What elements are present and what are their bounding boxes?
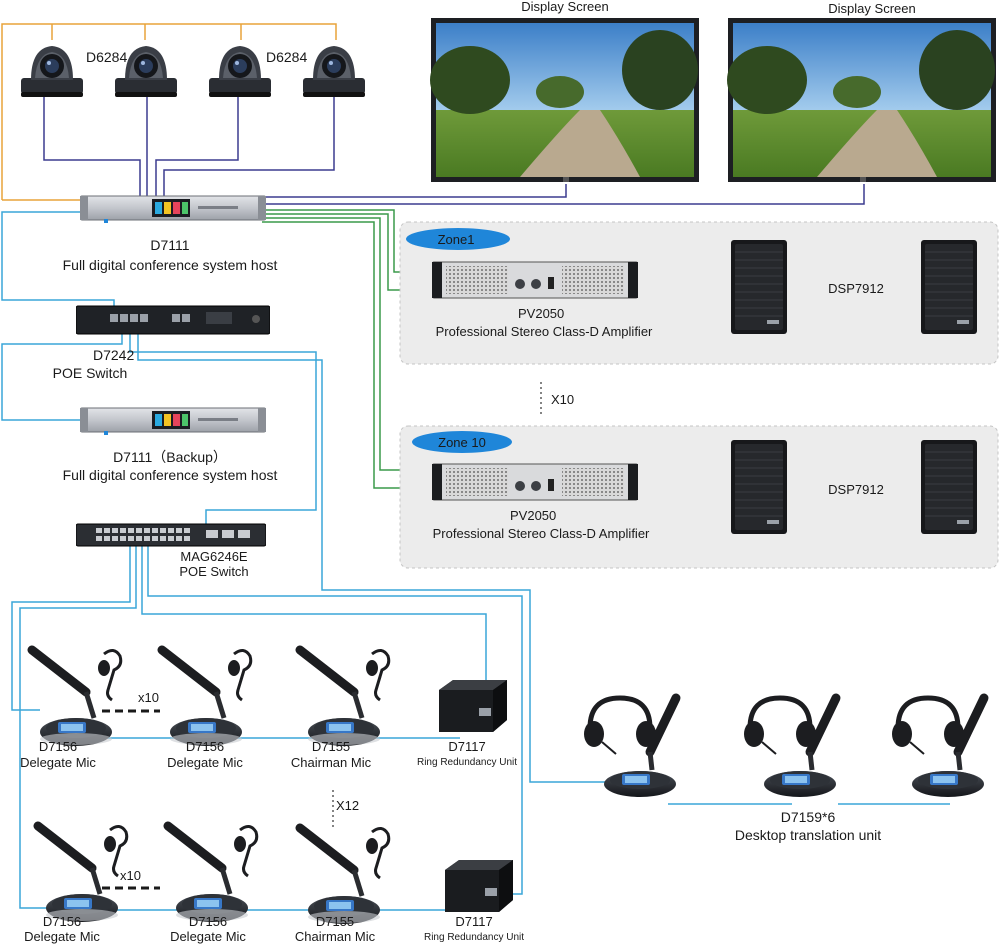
host-unit-icon: [80, 195, 266, 224]
switch2-desc: POE Switch: [179, 564, 248, 579]
row1-mic1-role: Delegate Mic: [20, 755, 96, 770]
delegate-mic-icon: [168, 826, 257, 922]
camera-icon: [303, 46, 365, 97]
switch1-model: D7242: [93, 347, 134, 363]
row2-mic1-model: D7156: [43, 914, 81, 929]
conference-host: D7111 Full digital conference system hos…: [63, 195, 278, 273]
translation-desc: Desktop translation unit: [735, 827, 881, 843]
zone-10-name: Zone 10: [438, 435, 486, 450]
zone-10-panel: Zone 10 PV2050 Professional Stereo Class…: [399, 425, 999, 569]
zone-1-panel: Zone1 PV2050 Professional Stereo Class-D…: [399, 221, 999, 365]
chairman-mic-icon: [300, 828, 389, 924]
backup-host-model: D7111（Backup）: [113, 449, 227, 465]
amplifier-icon: [432, 261, 638, 299]
ring-redundancy-icon: [439, 680, 507, 732]
mic-repeat-1: x10: [138, 690, 159, 705]
host-desc: Full digital conference system host: [63, 257, 278, 273]
translation-model: D7159*6: [781, 809, 836, 825]
row1-mic3-model: D7155: [312, 739, 350, 754]
camera-control-cable: [1, 23, 337, 201]
zone-10-speaker-model: DSP7912: [828, 482, 884, 497]
row-repeat-count: X12: [336, 798, 359, 813]
mic-row-2: x10 D7156 Delegate Mic D7156 Delegate Mi…: [24, 826, 524, 944]
host-model: D7111: [150, 237, 189, 253]
translation-unit-icon: [744, 698, 836, 797]
zone-repeat-count: X10: [551, 392, 574, 407]
camera-label-left: D6284: [86, 49, 127, 65]
zone-1-speaker-model: DSP7912: [828, 281, 884, 296]
zone-1-name: Zone1: [438, 232, 475, 247]
amplifier-icon: [432, 463, 638, 501]
translation-units: D7159*6 Desktop translation unit: [584, 698, 984, 843]
display-screen-1: Display Screen: [430, 0, 699, 182]
row2-mic3-role: Chairman Mic: [295, 929, 376, 944]
backup-host: D7111（Backup） Full digital conference sy…: [63, 407, 278, 483]
repeat-marker: [332, 382, 542, 828]
camera-icon: [21, 46, 83, 97]
mic-row-1: x10 D7156 Delegate Mic D7156 Delegate Mi…: [20, 650, 517, 770]
speaker-icon: [920, 439, 978, 535]
row1-mic2-role: Delegate Mic: [167, 755, 243, 770]
delegate-mic-icon: [32, 650, 121, 746]
ring-redundancy-icon: [445, 860, 513, 912]
speaker-icon: [920, 239, 978, 335]
display-screen-2: Display Screen: [727, 1, 996, 182]
mic-repeat-dash: [102, 709, 160, 890]
row2-mic1-role: Delegate Mic: [24, 929, 100, 944]
switch-icon: [76, 305, 270, 335]
display-video-cable: [262, 184, 865, 205]
row1-ring-role: Ring Redundancy Unit: [417, 757, 517, 768]
row2-mic2-model: D7156: [189, 914, 227, 929]
row2-mic3-model: D7155: [316, 914, 354, 929]
row1-ring-model: D7117: [448, 739, 485, 754]
ptz-cameras: D6284 D6284: [21, 46, 365, 97]
row2-ring-role: Ring Redundancy Unit: [424, 932, 524, 943]
row1-mic2-model: D7156: [186, 739, 224, 754]
display-label-1: Display Screen: [521, 0, 608, 14]
backup-host-desc: Full digital conference system host: [63, 467, 278, 483]
chairman-mic-icon: [300, 650, 389, 746]
zone-10-amp-model: PV2050: [510, 508, 556, 523]
speaker-icon: [730, 239, 788, 335]
poe-switch-mag6246e: MAG6246E POE Switch: [76, 523, 266, 579]
row2-ring-model: D7117: [455, 914, 492, 929]
delegate-mic-icon: [162, 650, 251, 746]
camera-video-cable: [43, 96, 335, 196]
display-label-2: Display Screen: [828, 1, 915, 16]
zone-1-amp-desc: Professional Stereo Class-D Amplifier: [436, 324, 653, 339]
row2-mic2-role: Delegate Mic: [170, 929, 246, 944]
mic-repeat-2: x10: [120, 868, 141, 883]
row1-mic1-model: D7156: [39, 739, 77, 754]
speaker-icon: [730, 439, 788, 535]
zone-1-amp-model: PV2050: [518, 306, 564, 321]
host-unit-icon: [80, 407, 266, 436]
camera-icon: [209, 46, 271, 97]
delegate-mic-icon: [38, 826, 127, 922]
row1-mic3-role: Chairman Mic: [291, 755, 372, 770]
switch1-desc: POE Switch: [53, 365, 128, 381]
switch2-model: MAG6246E: [180, 549, 248, 564]
camera-label-right: D6284: [266, 49, 307, 65]
poe-switch-d7242: D7242 POE Switch: [53, 305, 270, 381]
translation-unit-icon: [892, 698, 984, 797]
switch-icon: [76, 523, 266, 547]
zone-10-amp-desc: Professional Stereo Class-D Amplifier: [433, 526, 650, 541]
